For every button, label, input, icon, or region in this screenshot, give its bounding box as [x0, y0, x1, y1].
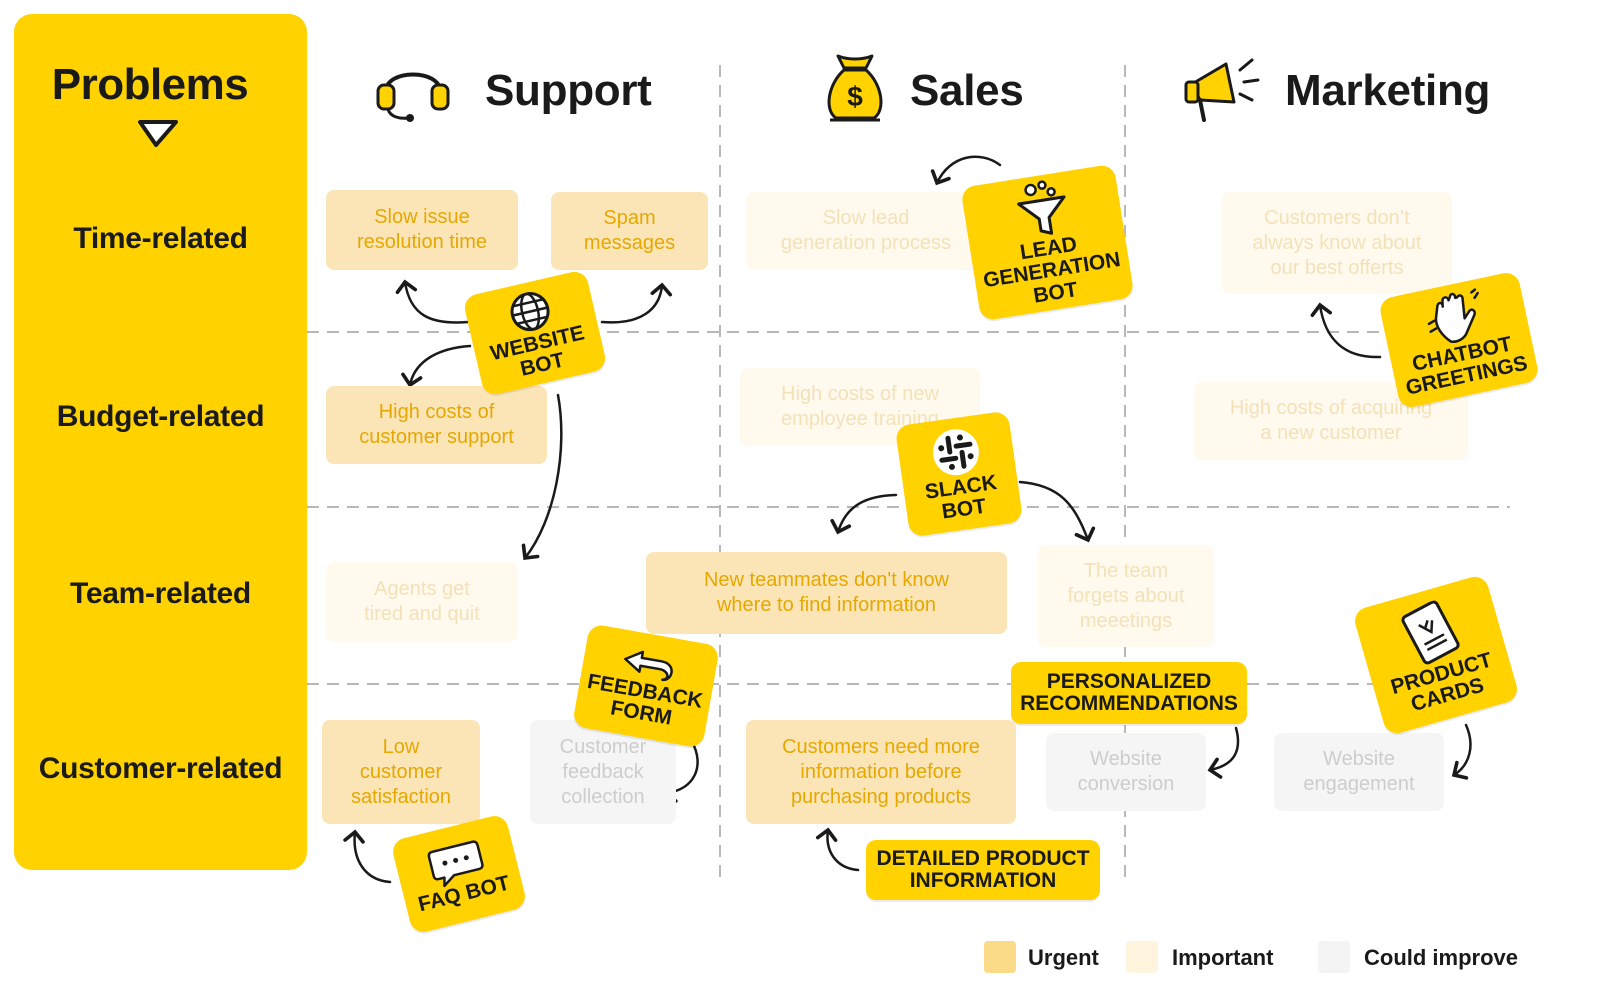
megaphone-icon — [1184, 58, 1260, 122]
solution-chatbot-greetings: CHATBOT GREETINGS — [1377, 270, 1541, 410]
globe-icon — [510, 292, 550, 332]
row-label-team: Team-related — [70, 577, 251, 610]
solution-detailed-product-information-label: DETAILED PRODUCT INFORMATION — [876, 846, 1090, 892]
return-arrow-icon — [624, 650, 673, 681]
problem-slow-lead: Slow lead generation process — [746, 192, 986, 270]
solution-product-cards: PRODUCT CARDS — [1351, 573, 1521, 737]
problem-spam: Spam messages — [551, 192, 708, 270]
legend-swatch-important — [1126, 941, 1158, 973]
slack-logo-icon — [932, 429, 979, 476]
waving-hand-icon — [1427, 288, 1479, 343]
funnel-icon — [1016, 180, 1066, 236]
solution-feedback-form-label: FEEDBACK FORM — [585, 669, 705, 730]
triangle-down-icon — [138, 120, 178, 147]
solution-faq-bot: FAQ BOT — [390, 813, 528, 935]
column-header-sales: Sales — [910, 66, 1024, 115]
column-header-support: Support — [485, 66, 652, 115]
problem-website-engagement: Website engagement — [1274, 733, 1444, 811]
headset-icon — [376, 72, 450, 122]
money-bag-icon: $ — [827, 54, 883, 122]
solution-lead-generation-bot: LEAD GENERATION BOT — [960, 163, 1135, 322]
solution-personalized-recommendations-label: PERSONALIZED RECOMMENDATIONS — [1020, 669, 1238, 715]
legend-label-could-improve: Could improve — [1364, 945, 1519, 970]
legend-swatch-could-improve — [1318, 941, 1350, 973]
solution-website-bot: WEBSITE BOT — [462, 269, 608, 397]
column-header-marketing: Marketing — [1285, 66, 1491, 115]
solution-slack-bot: SLACK BOT — [894, 410, 1024, 538]
problem-customers-dont-know: Customers don’t always know about our be… — [1222, 192, 1452, 294]
product-card-icon — [1401, 600, 1460, 665]
solution-slack-bot-label: SLACK BOT — [923, 470, 999, 524]
legend-swatch-urgent — [984, 941, 1016, 973]
solution-feedback-form: FEEDBACK FORM — [571, 623, 721, 749]
problem-agents-tired: Agents get tired and quit — [326, 562, 518, 642]
problem-team-forgets: The team forgets about meeetings — [1038, 545, 1214, 647]
solution-personalized-recommendations: PERSONALIZED RECOMMENDATIONS — [1011, 662, 1247, 724]
problem-website-conversion: Website conversion — [1046, 733, 1206, 811]
sidebar-title: Problems — [51, 60, 249, 109]
legend-label-urgent: Urgent — [1028, 945, 1099, 970]
problems-sidebar — [14, 14, 307, 870]
legend-label-important: Important — [1172, 945, 1274, 970]
problem-new-teammates: New teammates don't know where to find i… — [646, 552, 1007, 634]
solution-lead-generation-bot-label: LEAD GENERATION BOT — [981, 233, 1123, 308]
row-label-budget: Budget-related — [56, 400, 265, 433]
solution-detailed-product-information: DETAILED PRODUCT INFORMATION — [866, 840, 1100, 900]
row-label-customer: Customer-related — [38, 752, 283, 785]
svg-text:$: $ — [847, 81, 863, 112]
row-label-time: Time-related — [73, 222, 248, 255]
problem-slow-issue: Slow issue resolution time — [326, 190, 518, 270]
problem-low-satisfaction: Low customer satisfaction — [322, 720, 480, 824]
problem-need-info: Customers need more information before p… — [746, 720, 1016, 824]
chat-bubble-icon — [427, 840, 484, 888]
problem-high-support: High costs of customer support — [326, 386, 547, 464]
problem-high-acquiring: High costs of acquiring a new customer — [1194, 382, 1468, 460]
